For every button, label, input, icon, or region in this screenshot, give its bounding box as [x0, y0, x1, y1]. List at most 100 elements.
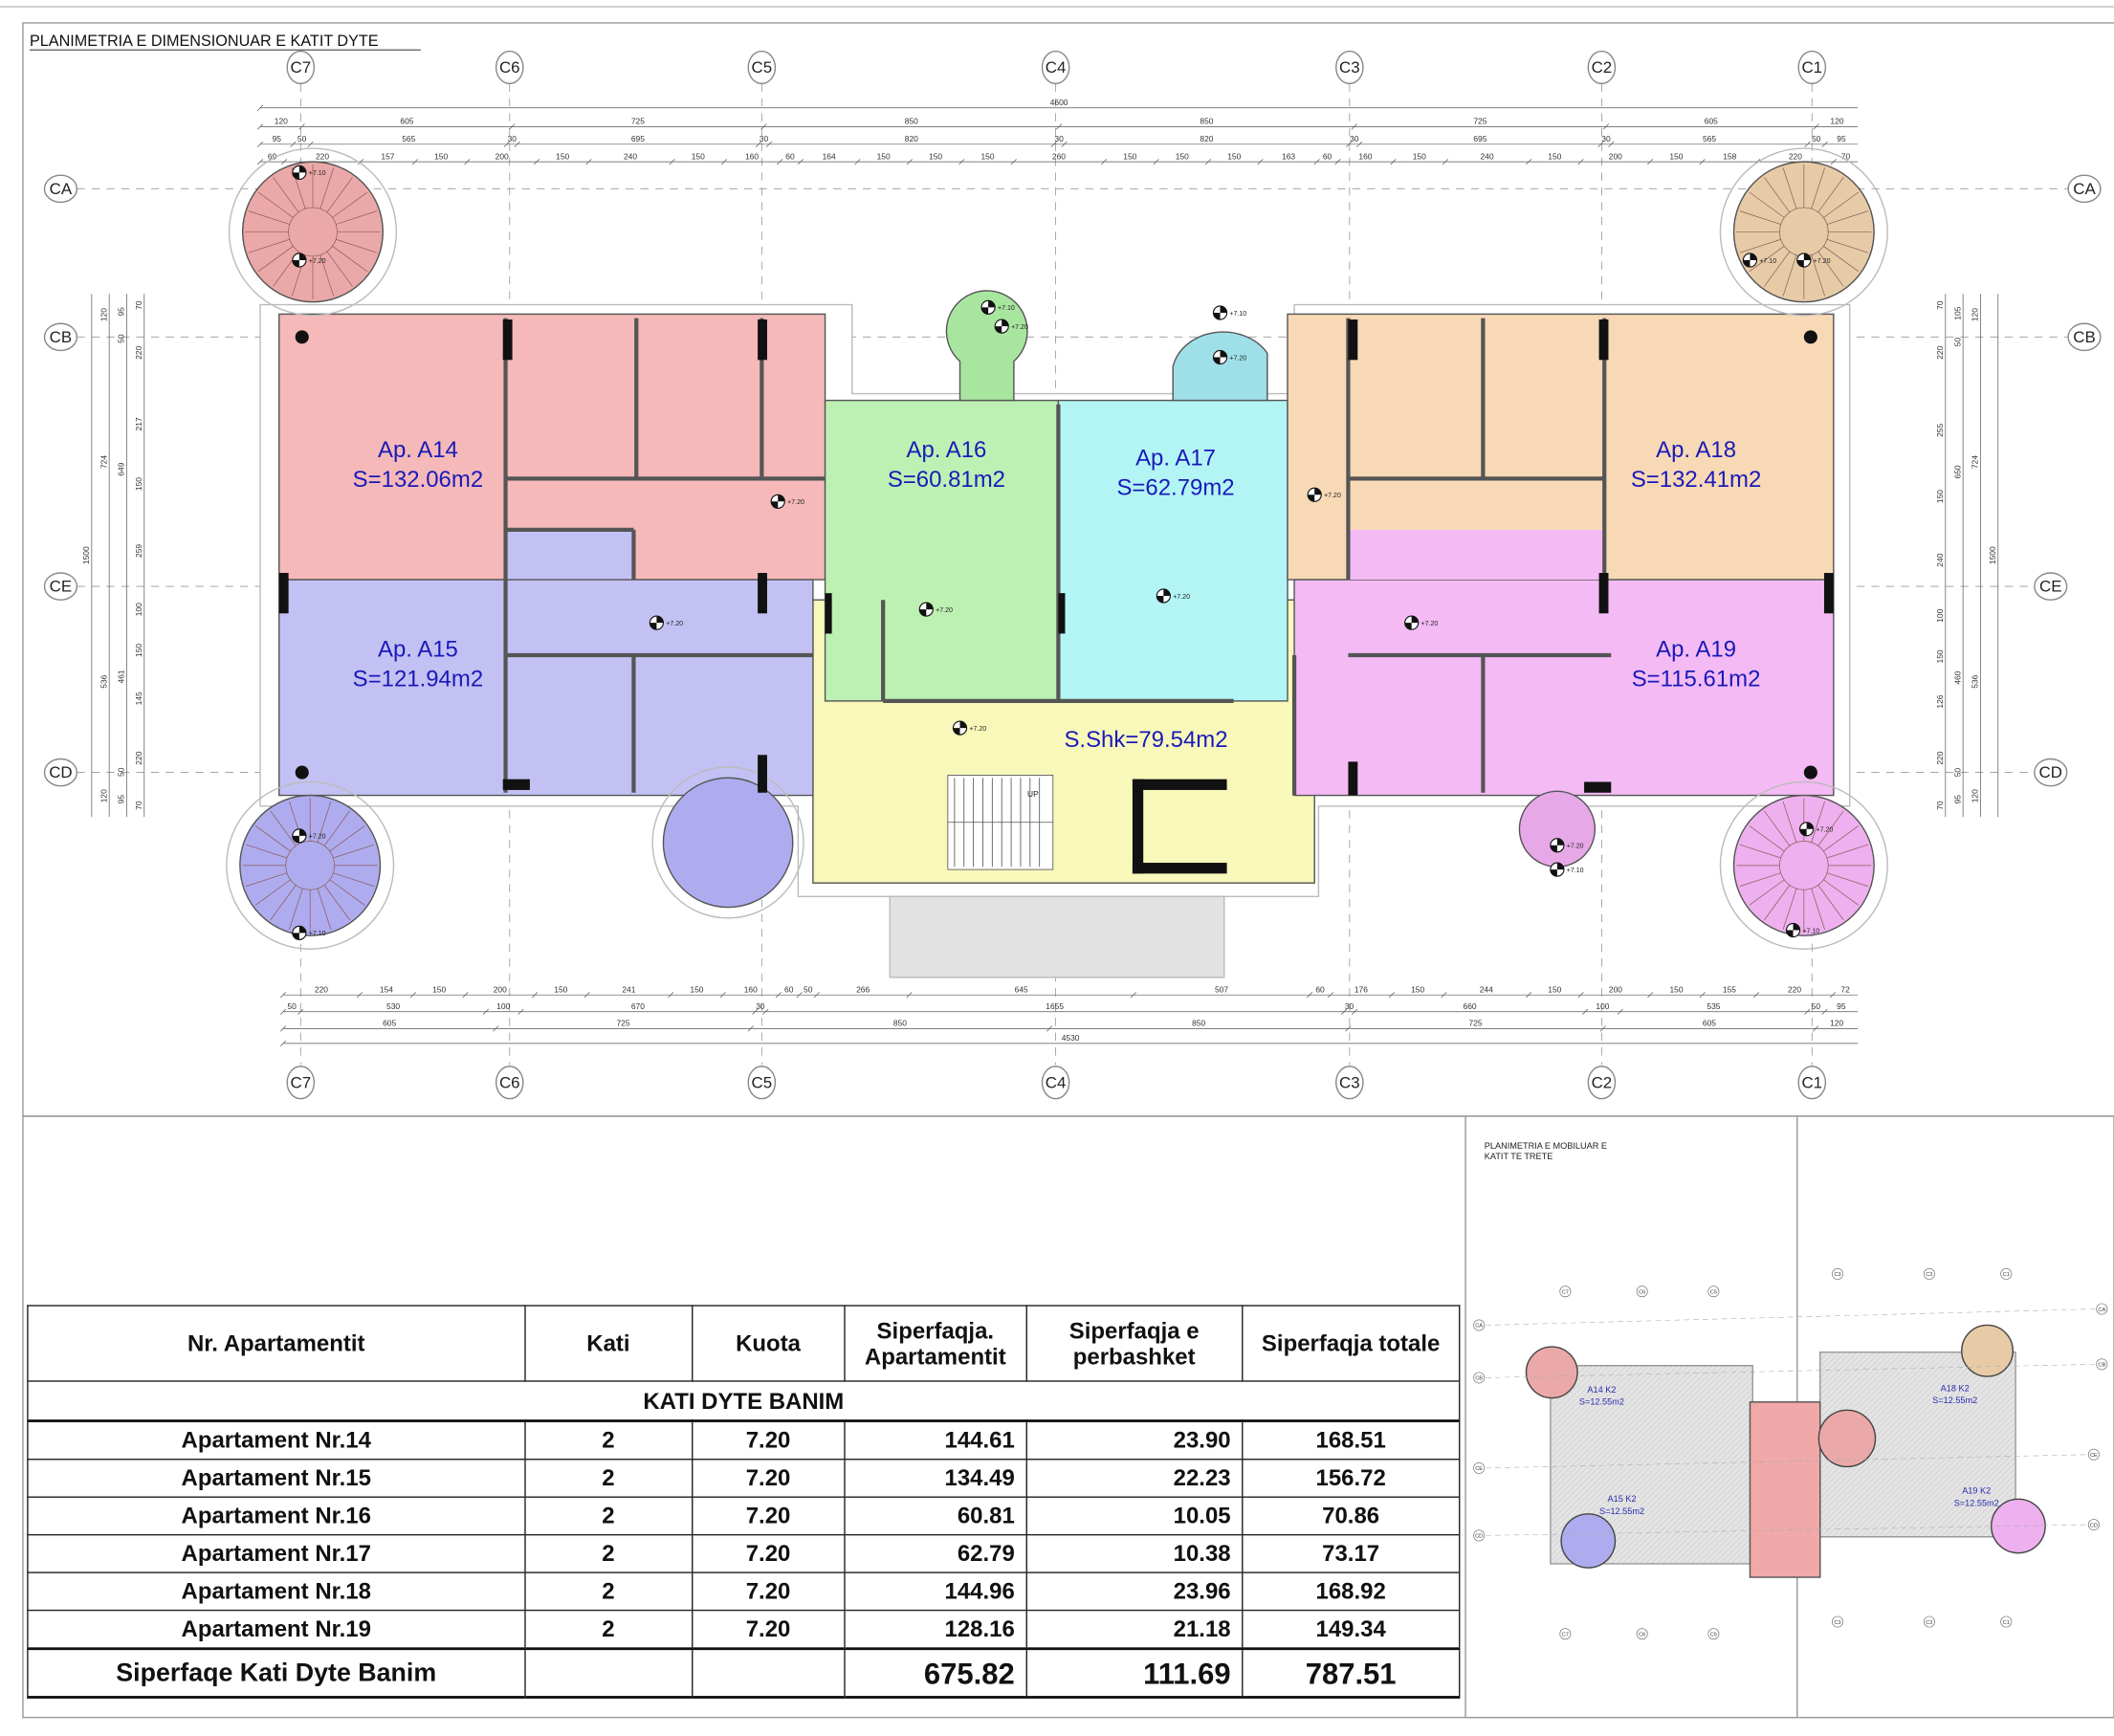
dimension-tick [720, 159, 728, 165]
column-round [1803, 330, 1817, 344]
grid-bubble-c5 [747, 1066, 777, 1100]
elevation-label: +7.20 [787, 499, 804, 506]
dimension-value: 160 [745, 151, 759, 161]
apartment-area-table: Nr. Apartamentit Kati Kuota Siperfaqja. … [27, 1305, 1461, 1699]
dimension-value: 200 [1609, 984, 1622, 994]
stair-tread [317, 801, 332, 843]
dimension-value: 158 [1723, 151, 1736, 161]
dimension-value: 95 [273, 134, 282, 143]
dimension-tick [532, 992, 539, 999]
dimension-tick [1101, 159, 1108, 165]
cell-total-area: 70.86 [1241, 1496, 1461, 1536]
dimension-tick [1699, 159, 1706, 165]
dimension-value: 70 [1841, 151, 1851, 161]
cell-apartment-area: 144.96 [844, 1571, 1027, 1612]
inset-balcony [1817, 1409, 1877, 1468]
inset-grid-bubble [1832, 1615, 1844, 1628]
dimension-tick [1753, 992, 1760, 999]
dimension-value: 725 [1473, 117, 1486, 126]
dimension-tick [279, 1008, 287, 1015]
dimension-value: 220 [315, 984, 328, 994]
grid-bubble-c7 [286, 1066, 316, 1100]
dimension-value: 150 [1123, 151, 1136, 161]
stair-tread [1749, 825, 1785, 852]
dimension-value: 266 [856, 984, 870, 994]
balcony-a17 [1172, 331, 1268, 402]
dimension-value: 50 [804, 984, 813, 994]
elevation-label: +7.20 [1229, 355, 1246, 362]
dimension-value: 154 [380, 984, 393, 994]
elevation-marker-fill [1213, 305, 1227, 320]
inset-grid-bubble [1923, 1267, 1935, 1280]
stair-up-label: UP [1027, 789, 1039, 799]
stair-tower-outline [1719, 147, 1888, 317]
stair-tread [254, 879, 291, 906]
dimension-value: 724 [99, 455, 108, 469]
elevation-marker-fill [1550, 863, 1564, 877]
elevation-label: +7.20 [936, 607, 953, 614]
balcony-a19 [1518, 790, 1597, 868]
cell-apartment: Apartament Nr.16 [27, 1496, 526, 1536]
dimension-tick [1056, 123, 1063, 130]
stair-tread [1826, 844, 1868, 859]
dimension-tick [958, 159, 965, 165]
apartment-a19-area [1293, 579, 1835, 797]
spiral-stair-a19 [1732, 794, 1875, 936]
stair-tread [319, 167, 335, 209]
inset-core-rooms [1749, 1401, 1821, 1578]
dimension-tick [719, 992, 726, 999]
dimension-value: 157 [381, 151, 394, 161]
dimension-value: 241 [622, 984, 635, 994]
cell-floor: 2 [523, 1533, 693, 1573]
table-total-row: Siperfaqe Kati Dyte Banim 675.82 111.69 … [27, 1647, 1461, 1699]
dimension-tick [1307, 992, 1313, 999]
stair-tread [1749, 191, 1785, 218]
spiral-stair-a14 [241, 161, 384, 303]
grid-label-c2: C2 [1592, 1073, 1613, 1091]
dimension-value: 150 [980, 151, 994, 161]
apartment-a16-area [824, 399, 1060, 702]
grid-bubble-c4 [1041, 1066, 1070, 1100]
stair-newel [288, 207, 338, 257]
balcony-a15 [662, 777, 794, 909]
dimension-value: 605 [1705, 117, 1718, 126]
inset-grid-bubble [1636, 1286, 1648, 1298]
total-empty-floor [523, 1647, 693, 1699]
cell-apartment: Apartament Nr.14 [27, 1419, 526, 1461]
inset-grid-bubble [2000, 1615, 2013, 1628]
stair-tread [1811, 888, 1825, 930]
dimension-value: 120 [1971, 789, 1980, 802]
inset-grid-bubble [2087, 1448, 2100, 1461]
dimension-tick [1804, 1008, 1811, 1015]
inset-grid-bubble [1473, 1529, 1486, 1542]
dimension-tick [1130, 992, 1136, 999]
dimension-value: 120 [99, 308, 108, 321]
stair-tread [246, 844, 288, 859]
cell-common-area: 22.23 [1025, 1459, 1244, 1498]
stair-tread [317, 888, 332, 930]
inset-grid-bubble [2087, 1519, 2100, 1531]
cell-apartment-area: 128.16 [844, 1609, 1027, 1650]
dimension-value: 670 [631, 1001, 645, 1011]
stair-newel [285, 841, 335, 890]
dimension-value: 565 [1703, 134, 1716, 143]
cell-total-area: 168.51 [1241, 1419, 1461, 1461]
stair-tread [333, 872, 375, 887]
grid-bubble-c6 [495, 50, 524, 85]
stair-tread [332, 246, 368, 273]
stair-tread [1764, 177, 1791, 213]
stair-tread [257, 191, 294, 218]
grid-bubble-c7 [286, 50, 316, 85]
dimension-value: 120 [1830, 1019, 1843, 1028]
dimension-tick [1830, 159, 1837, 165]
grid-bubble-c2 [1587, 1066, 1617, 1100]
elevation-label: +7.20 [1817, 827, 1834, 834]
elevation-label: +7.10 [309, 931, 326, 937]
dimension-tick [1153, 159, 1159, 165]
cell-floor: 2 [523, 1571, 693, 1612]
dimension-value: 530 [386, 1001, 400, 1011]
stair-newel [1779, 841, 1829, 890]
dimension-tick [796, 992, 803, 999]
